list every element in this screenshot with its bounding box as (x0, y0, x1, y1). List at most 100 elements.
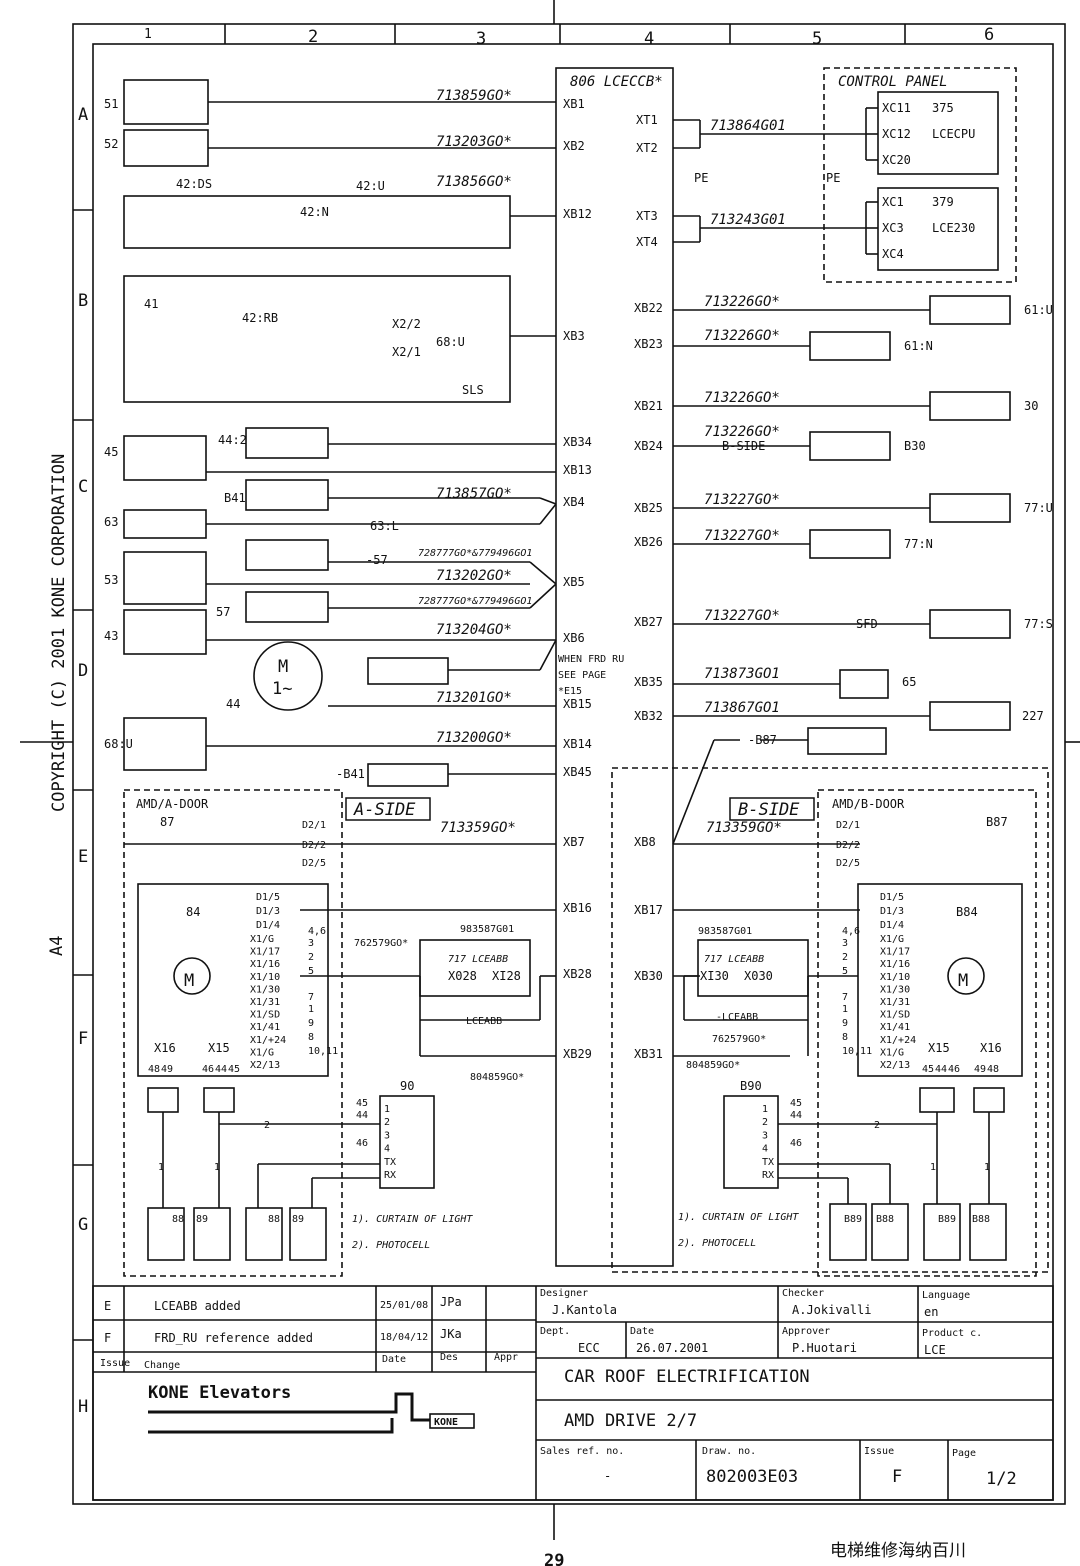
b_side-x16-pin-1: 48 (987, 1064, 999, 1075)
a_side-x15-label: X15 (208, 1041, 230, 1055)
right-device-11: SFD (856, 617, 878, 631)
left-connector-XB13: XB13 (563, 463, 592, 477)
b-sensor-b88 (871, 1203, 909, 1261)
rev-e-date: 25/01/08 (380, 1300, 428, 1311)
left-device-11: 44:2 (218, 433, 247, 447)
a_side-cable-id-2: 1 (214, 1162, 220, 1173)
left-connector-XB16: XB16 (563, 901, 592, 915)
left-cable-7: 713200GO* (436, 730, 512, 746)
b-board-x2: X030 (744, 969, 773, 983)
b-board-name: 717 LCEABB (704, 954, 764, 965)
a-unit-label: 90 (400, 1079, 414, 1093)
b_side-x1-5: X1/31 (880, 997, 910, 1008)
a_side-term-0: D2/1 (302, 820, 326, 831)
a_side-num-2: 2 (308, 952, 314, 963)
b_side-sensor-0: B89 (844, 1214, 862, 1225)
b_side-sensor-3: B88 (972, 1214, 990, 1225)
a-board-name: 717 LCEABB (448, 954, 508, 965)
left-device-21: 63:L (370, 519, 399, 533)
b_side-term-2: D2/5 (836, 858, 860, 869)
b_side-x1-7: X1/41 (880, 1022, 910, 1033)
left-connector-XB3: XB3 (563, 329, 585, 343)
left-device-12: 45 (104, 445, 118, 459)
checker-label: Checker (782, 1288, 824, 1299)
b-drive-b84 (857, 883, 1023, 1077)
right-device-4: 77:U (1024, 501, 1053, 515)
left-device-16: 57 (216, 605, 230, 619)
right-connector-XB30: XB30 (634, 969, 663, 983)
a-sensor-89b (289, 1207, 327, 1261)
rev-hdr-issue: Issue (100, 1358, 130, 1369)
right-connector-XB26: XB26 (634, 535, 663, 549)
board-note-1: WHEN FRD RU (558, 654, 624, 665)
b-unit-b90 (723, 1095, 779, 1189)
a-switch-87: 87 (160, 815, 174, 829)
a-lceabb-board (419, 939, 531, 997)
b-board-cable-1: 983587G01 (698, 926, 752, 937)
b-board-cable-2: 762579GO* (712, 1034, 766, 1045)
left-device-6: 42:RB (242, 311, 278, 325)
a_side-num-0: 4,6 (308, 926, 326, 937)
right-device-labels: 61:U61:N30B3077:U77:N77:S65227-B87B-SIDE… (722, 303, 1053, 747)
a_side-num-8: 10,11 (308, 1046, 338, 1057)
kone-logo: KONE (434, 1417, 458, 1428)
lce230-conn-2: XC3 (882, 221, 904, 235)
a_side-x15-pin-1: 44 (215, 1064, 227, 1075)
right-connector-XB35: XB35 (634, 675, 663, 689)
rev-hdr-date: Date (382, 1354, 406, 1365)
b_side-term-0: D2/1 (836, 820, 860, 831)
a-board-cable-1: 983587G01 (460, 924, 514, 935)
col-2: 2 (308, 27, 318, 47)
left-device-3: 42:U (356, 179, 385, 193)
page-number: 29 (544, 1551, 564, 1566)
pe-label-2: PE (826, 171, 840, 185)
b-door-frame (817, 789, 1037, 1277)
a_side-unit-wire-1: 44 (356, 1110, 368, 1121)
b_side-unit-pin-0: 1 (762, 1104, 768, 1115)
language-label: Language (922, 1290, 970, 1301)
b_side-d1-0: D1/5 (880, 892, 904, 903)
a-note-1: 1). CURTAIN OF LIGHT (352, 1214, 473, 1225)
b_side-x1-4: X1/30 (880, 984, 910, 995)
device-63-box (123, 551, 207, 605)
device-57-box-b (367, 657, 449, 685)
a_side-d1-0: D1/5 (256, 892, 280, 903)
left-cable-5: 713204GO* (436, 622, 512, 638)
left-device-8: X2/1 (392, 345, 421, 359)
right-cable-8: 713867GO1 (704, 700, 780, 716)
b_side-num-7: 8 (842, 1032, 848, 1043)
b_side-x16-pin-0: 49 (974, 1064, 986, 1075)
a_side-x16-label: X16 (154, 1041, 176, 1055)
b-sensor-b89b (923, 1203, 961, 1261)
device-52-box (123, 129, 209, 167)
page: 1/2 (986, 1469, 1017, 1489)
a_side-sensor-1: 89 (196, 1214, 208, 1225)
b_side-unit-pin-2: 3 (762, 1130, 768, 1141)
a_side-unit-pin-4: TX (384, 1157, 396, 1168)
motor-symbol: M (278, 657, 288, 677)
b_side-x16-label: X16 (980, 1041, 1002, 1055)
row-c: C (78, 477, 88, 497)
right-device-5: 77:N (904, 537, 933, 551)
rev-hdr-appr: Appr (494, 1352, 518, 1363)
device-77n-box (809, 529, 891, 559)
cpu-number: 375 (932, 101, 954, 115)
lce230-number: 379 (932, 195, 954, 209)
b_side-x1-2: X1/16 (880, 959, 910, 970)
device-63l-box (245, 539, 329, 571)
b_side-cable-id-0: 2 (874, 1120, 880, 1131)
a_side-d1-1: D1/3 (256, 906, 280, 917)
lce230-conn-3: XC4 (882, 247, 904, 261)
b_side-sensor-2: B89 (938, 1214, 956, 1225)
b_side-num-3: 5 (842, 966, 848, 977)
page-label: Page (952, 1448, 976, 1459)
left-device-4: 42:N (300, 205, 329, 219)
b-lceabb: -LCEABB (716, 1012, 758, 1023)
a_side-unit-pin-1: 2 (384, 1117, 390, 1128)
left-connector-XB15: XB15 (563, 697, 592, 711)
title-block (92, 1285, 1054, 1501)
sheet-size: A4 (47, 936, 67, 956)
